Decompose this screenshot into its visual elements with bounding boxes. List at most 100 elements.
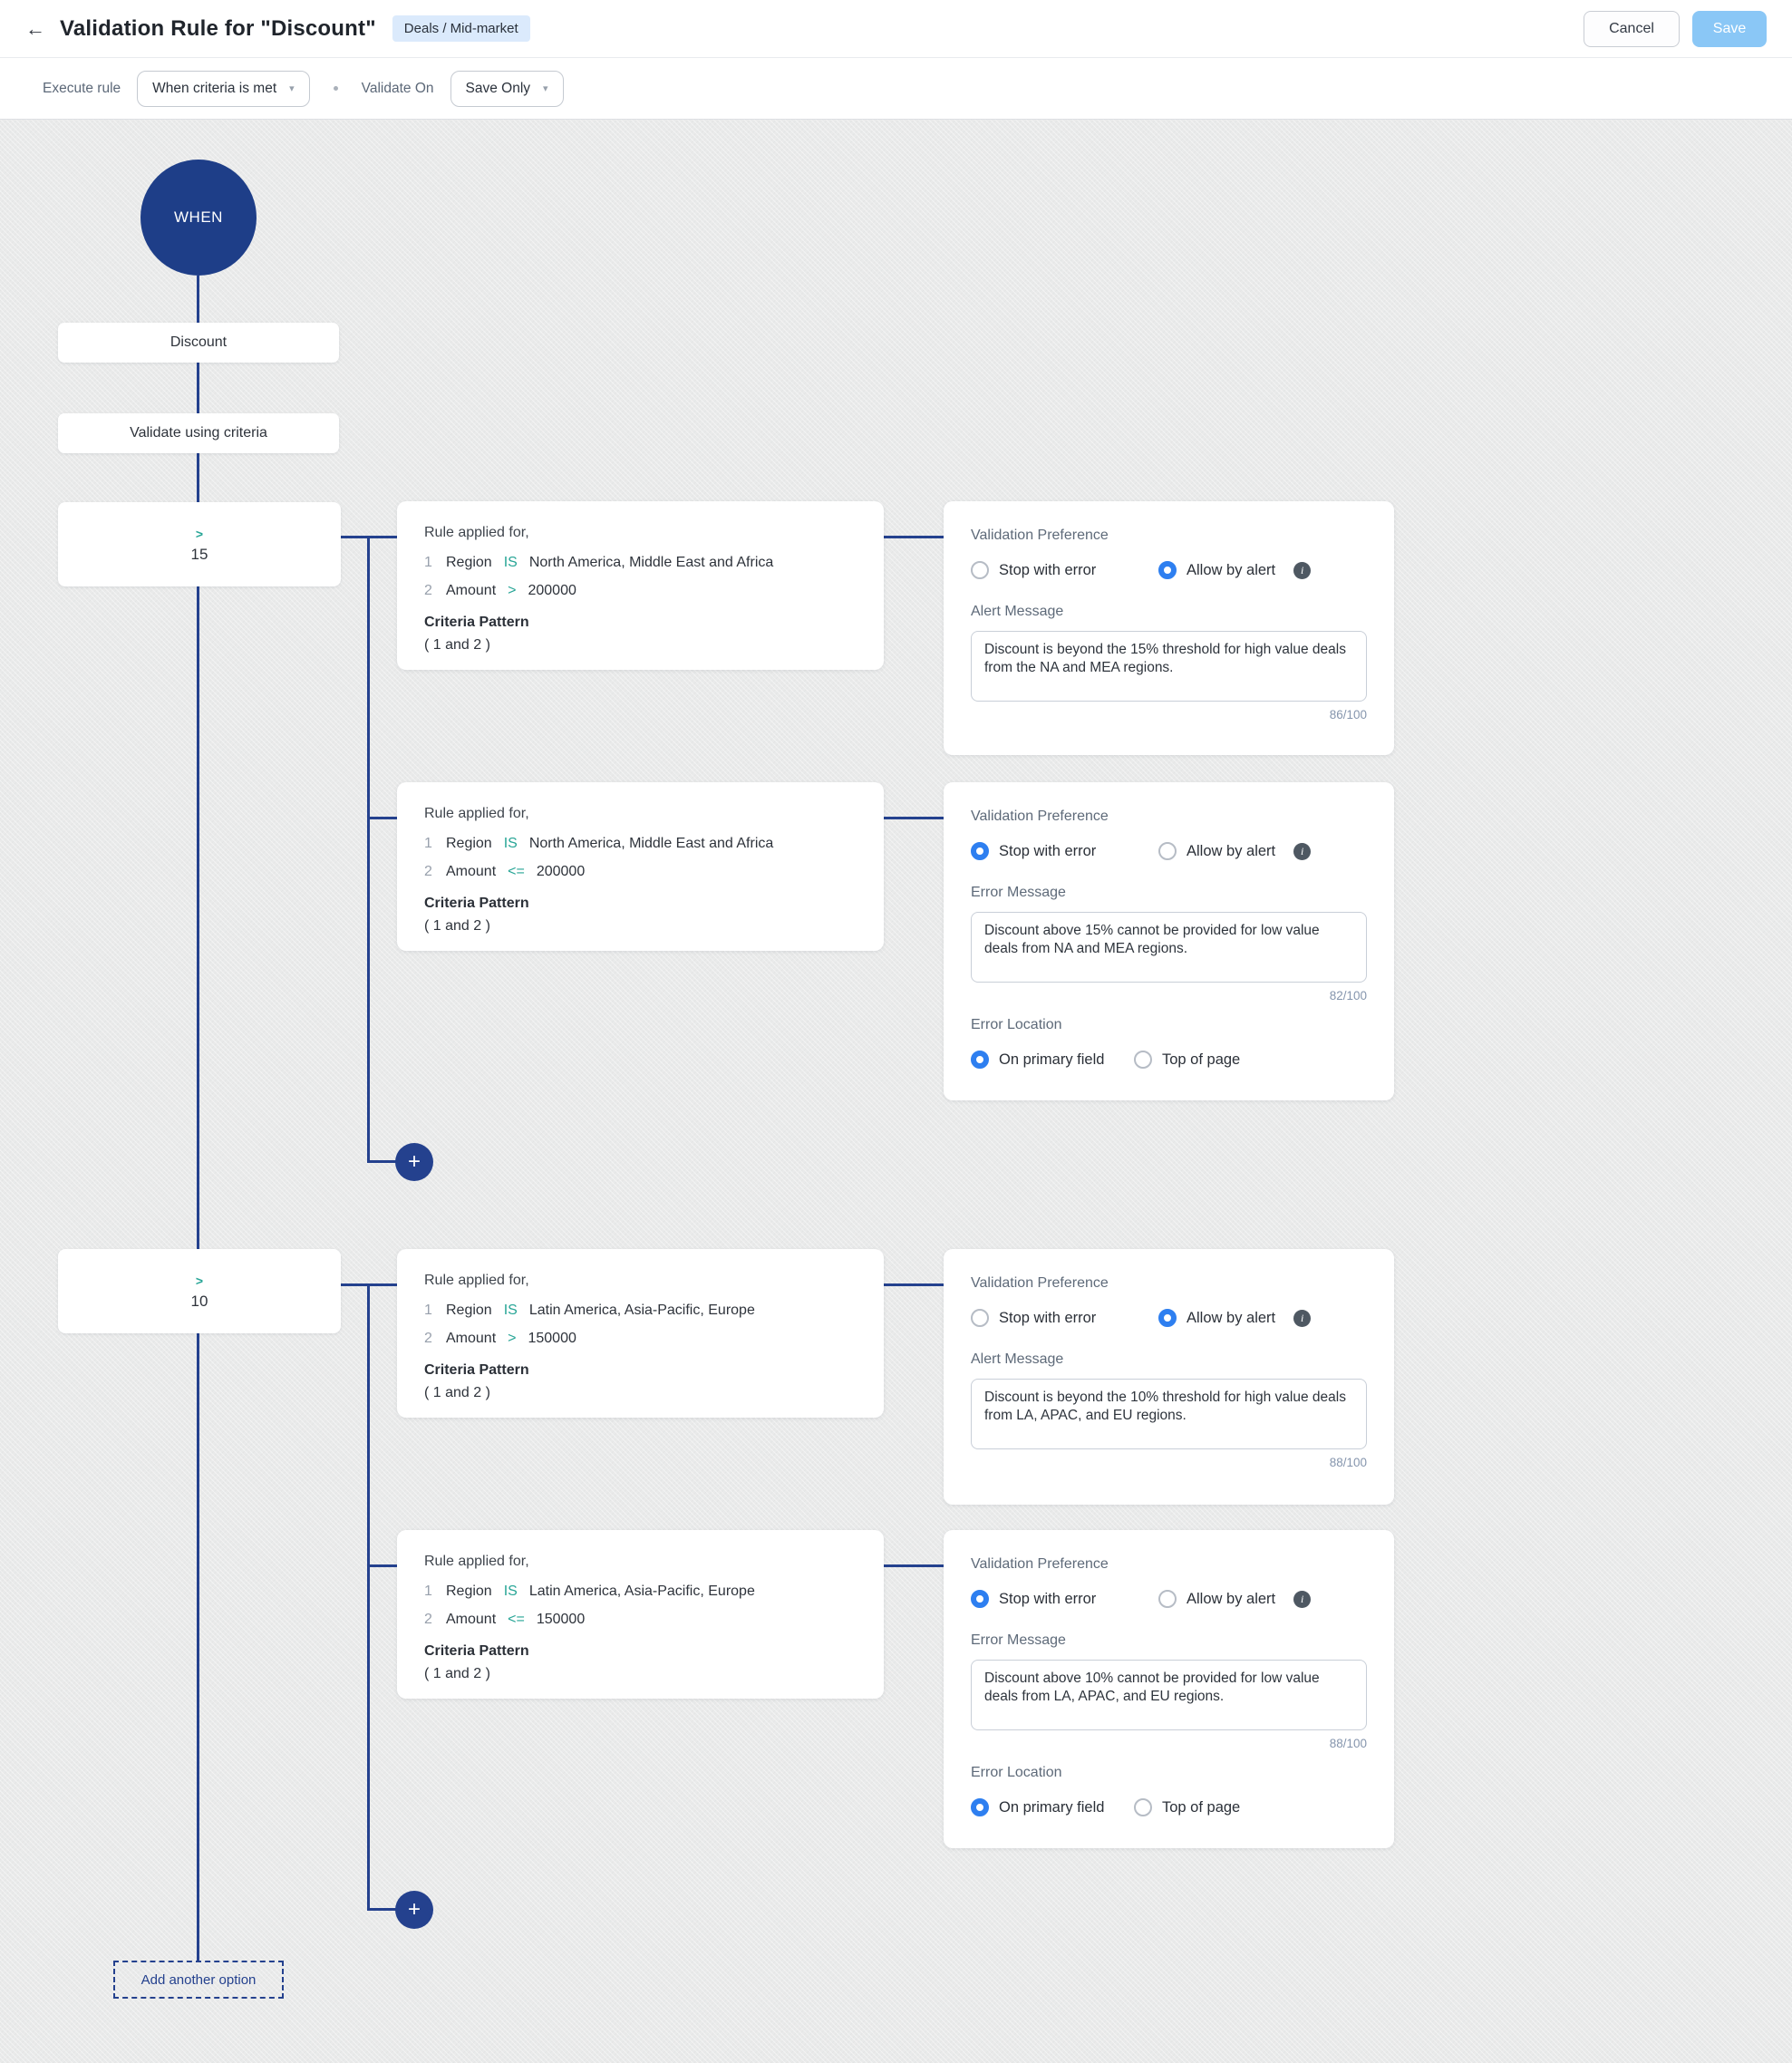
branch-line [367,536,370,1163]
criteria-value: 150000 [528,1331,576,1346]
criteria-number: 2 [424,864,432,879]
top-of-page-option[interactable]: Top of page [1134,1051,1240,1069]
plus-icon: + [407,1149,421,1174]
info-icon[interactable]: i [1293,842,1312,860]
criteria-pattern-value: ( 1 and 2 ) [424,1666,490,1681]
criteria-pattern-label: Criteria Pattern [424,1362,529,1378]
criteria-operator: IS [503,555,518,570]
info-icon[interactable]: i [1293,561,1312,579]
criteria-operator: <= [508,864,525,879]
validate-using-criteria-node[interactable]: Validate using criteria [58,413,339,453]
criteria-pattern-label: Criteria Pattern [424,615,529,630]
criteria-value: North America, Middle East and Africa [528,555,774,570]
criteria-field: Amount [446,583,497,598]
back-icon[interactable]: ← [25,16,45,40]
radio-icon[interactable] [971,1590,989,1608]
criteria-row: 1 Region IS North America, Middle East a… [424,555,857,571]
radio-label: Stop with error [999,842,1097,859]
criteria-row: 1 Region IS Latin America, Asia-Pacific,… [424,1584,857,1600]
criteria-pattern-value: ( 1 and 2 ) [424,637,490,653]
radio-icon[interactable] [1134,1051,1152,1069]
radio-label: Top of page [1162,1051,1241,1068]
cancel-button[interactable]: Cancel [1584,10,1680,47]
info-icon[interactable]: i [1293,1309,1312,1327]
condition-node-2[interactable]: > 10 [58,1249,341,1333]
chevron-down-icon: ▾ [543,83,548,94]
radio-icon[interactable] [1158,561,1177,579]
add-rule-button[interactable]: + [395,1143,433,1181]
validation-preference-options: Stop with error Allow by alert i [971,1309,1367,1327]
plus-icon: + [407,1897,421,1922]
condition-operator: > [195,526,204,541]
radio-icon[interactable] [971,1051,989,1069]
add-rule-button[interactable]: + [395,1891,433,1929]
validate-on-dropdown[interactable]: Save Only ▾ [450,70,564,107]
execute-rule-dropdown[interactable]: When criteria is met ▾ [137,70,310,107]
criteria-operator: IS [503,1303,518,1318]
connector-line [367,817,397,819]
connector-line [884,817,944,819]
radio-icon[interactable] [971,561,989,579]
connector-line [367,1908,397,1911]
execute-rule-label: Execute rule [43,80,121,96]
alert-message-input[interactable]: Discount is beyond the 10% threshold for… [971,1379,1367,1449]
module-layout-badge: Deals / Mid-market [392,15,530,42]
char-counter: 86/100 [1329,708,1367,722]
rule-heading: Rule applied for, [424,1554,529,1569]
rule-criteria-card[interactable]: Rule applied for, 1 Region IS North Amer… [397,501,884,670]
allow-by-alert-option[interactable]: Allow by alert i [1158,1309,1312,1327]
criteria-operator: IS [503,1584,518,1599]
criteria-row: 2 Amount > 200000 [424,583,857,599]
stop-with-error-option[interactable]: Stop with error [971,1309,1158,1327]
radio-icon[interactable] [971,1309,989,1327]
stop-with-error-option[interactable]: Stop with error [971,1590,1158,1608]
criteria-row: 2 Amount <= 200000 [424,864,857,880]
info-icon[interactable]: i [1293,1590,1312,1608]
rule-criteria-card[interactable]: Rule applied for, 1 Region IS Latin Amer… [397,1249,884,1418]
error-message-input[interactable]: Discount above 10% cannot be provided fo… [971,1660,1367,1730]
allow-by-alert-option[interactable]: Allow by alert i [1158,1590,1312,1608]
criteria-number: 1 [424,836,432,851]
radio-icon[interactable] [1158,1309,1177,1327]
top-of-page-option[interactable]: Top of page [1134,1798,1240,1816]
criteria-field: Amount [446,1612,497,1627]
allow-by-alert-option[interactable]: Allow by alert i [1158,842,1312,860]
rule-criteria-card[interactable]: Rule applied for, 1 Region IS North Amer… [397,782,884,951]
criteria-value: North America, Middle East and Africa [528,836,774,851]
criteria-row: 2 Amount <= 150000 [424,1612,857,1628]
condition-value: 10 [190,1292,208,1310]
criteria-field: Region [446,1303,492,1318]
when-node[interactable]: WHEN [140,160,257,276]
alert-message-label: Alert Message [971,604,1064,619]
stop-with-error-option[interactable]: Stop with error [971,842,1158,860]
criteria-field: Region [446,555,492,570]
radio-label: Allow by alert [1187,842,1276,859]
validate-on-value: Save Only [465,80,531,96]
rule-criteria-card[interactable]: Rule applied for, 1 Region IS Latin Amer… [397,1530,884,1699]
error-message-input[interactable]: Discount above 15% cannot be provided fo… [971,912,1367,983]
allow-by-alert-option[interactable]: Allow by alert i [1158,561,1312,579]
header-bar: ← Validation Rule for "Discount" Deals /… [0,0,1792,58]
rule-flow-canvas: WHEN Discount Validate using criteria > … [0,120,1792,2063]
radio-label: Stop with error [999,1309,1097,1326]
criteria-number: 2 [424,1612,432,1627]
radio-icon[interactable] [1158,842,1177,860]
on-primary-field-option[interactable]: On primary field [971,1798,1134,1816]
condition-node-1[interactable]: > 15 [58,502,341,586]
radio-icon[interactable] [1134,1798,1152,1816]
alert-message-input[interactable]: Discount is beyond the 15% threshold for… [971,631,1367,702]
radio-icon[interactable] [971,1798,989,1816]
validation-preference-card: Validation Preference Stop with error Al… [944,501,1394,755]
radio-icon[interactable] [1158,1590,1177,1608]
stop-with-error-option[interactable]: Stop with error [971,561,1158,579]
error-message-label: Error Message [971,1632,1066,1648]
save-button[interactable]: Save [1692,10,1767,47]
on-primary-field-option[interactable]: On primary field [971,1051,1134,1069]
criteria-row: 2 Amount > 150000 [424,1331,857,1347]
field-node-discount[interactable]: Discount [58,323,339,363]
validation-preference-label: Validation Preference [971,1556,1109,1572]
add-another-option-button[interactable]: Add another option [113,1961,284,1999]
radio-icon[interactable] [971,842,989,860]
radio-label: Allow by alert [1187,561,1276,578]
criteria-number: 1 [424,1584,432,1599]
